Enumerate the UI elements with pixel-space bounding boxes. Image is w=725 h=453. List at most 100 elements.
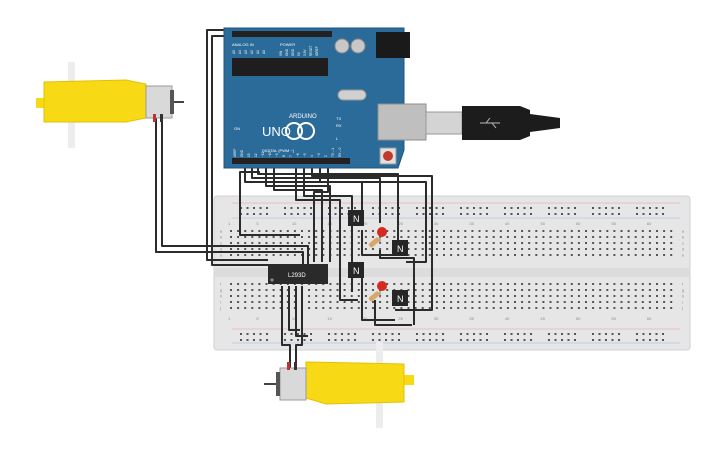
digital-pin-label: 4	[310, 155, 314, 157]
digital-pin-label: ~10	[268, 151, 272, 157]
usb-icon	[480, 117, 500, 129]
digital-pin-label: ~3	[317, 153, 321, 157]
digital-pin-label: TX→1	[331, 148, 335, 157]
tx-label: TX	[336, 116, 341, 121]
breadboard-column-number: 50	[576, 316, 581, 321]
ic-label: L293D	[288, 273, 306, 279]
power-pin-label: 5V	[297, 51, 301, 56]
breadboard-column-number: 10	[292, 316, 297, 321]
breadboard-row-letter: e	[220, 253, 223, 258]
analog-header-label: ANALOG IN	[232, 42, 254, 47]
digital-pin-label: 12	[254, 153, 258, 157]
breadboard-column-number: 30	[434, 221, 439, 226]
transistor-q1: N	[348, 210, 364, 226]
breadboard-column-number: 10	[292, 221, 297, 226]
breadboard-row-letter: j	[681, 306, 683, 311]
svg-text:N: N	[353, 214, 360, 224]
breadboard-column-number: 30	[434, 316, 439, 321]
breadboard-column-number: 25	[398, 316, 403, 321]
breadboard-column-number: 45	[540, 221, 545, 226]
breadboard-row-letter: j	[219, 306, 221, 311]
breadboard-column-number: 55	[611, 316, 616, 321]
breadboard-row-letter: e	[682, 253, 685, 258]
digital-pin-label: 13	[247, 153, 251, 157]
breadboard-row-letter: h	[682, 294, 684, 299]
analog-pin-label: A0	[262, 50, 266, 54]
breadboard-column-number: 1	[228, 316, 231, 321]
digital-pin-label: 2	[324, 155, 328, 157]
led-top	[377, 227, 387, 244]
breadboard-row-letter: c	[220, 241, 222, 246]
board-model-label: UNO	[262, 124, 291, 139]
breadboard-column-number: 35	[469, 316, 474, 321]
l-led-label: L	[336, 136, 339, 141]
breadboard-column-number: 5	[256, 221, 259, 226]
breadboard-column-number: 45	[540, 316, 545, 321]
digital-pin-label: RX←0	[338, 147, 342, 157]
analog-pin-label: A5	[232, 50, 236, 54]
digital-pin-label: ~11	[261, 152, 265, 157]
usb-cable	[425, 106, 560, 140]
digital-pin-label: ~9	[275, 153, 279, 157]
breadboard-column-number: 40	[505, 221, 510, 226]
l293d-chip: L293D	[268, 264, 328, 284]
breadboard-row-letter: d	[682, 247, 684, 252]
breadboard-row-letter: a	[220, 229, 223, 234]
breadboard-row-letter: g	[220, 288, 222, 293]
on-label: ON	[234, 126, 240, 131]
transistor-q2: N	[392, 240, 408, 256]
breadboard-column-number: 5	[256, 316, 259, 321]
wires	[155, 29, 433, 368]
svg-text:N: N	[397, 244, 404, 254]
breadboard-row-letter: h	[220, 294, 222, 299]
digital-pin-label: ~5	[303, 153, 307, 157]
breadboard-column-number: 50	[576, 221, 581, 226]
power-pin-label: IOREF	[315, 46, 319, 56]
svg-text:N: N	[397, 294, 404, 304]
power-header-label: POWER	[280, 42, 295, 47]
rx-label: RX	[336, 123, 342, 128]
power-pin-label: GND	[291, 48, 295, 56]
led-bottom	[377, 281, 387, 298]
arduino-uno-board: UNO ARDUINO ANALOG IN POWER DIGITAL (PWM…	[223, 27, 427, 169]
breadboard-column-number: 1	[228, 221, 231, 226]
brand-label: ARDUINO	[289, 114, 317, 120]
digital-pin-label: GND	[240, 149, 244, 157]
power-pin-label: 3.3V	[303, 49, 307, 56]
svg-text:N: N	[353, 266, 360, 276]
breadboard-row-letter: i	[220, 300, 221, 305]
transistor-q4: N	[392, 290, 408, 306]
digital-pin-label: AREF	[233, 148, 237, 157]
analog-pin-label: A3	[244, 50, 248, 54]
breadboard-row-letter: d	[220, 247, 222, 252]
analog-pin-label: A2	[250, 50, 254, 54]
breadboard-row-letter: i	[682, 300, 683, 305]
digital-header-label: DIGITAL (PWM ~)	[262, 148, 295, 153]
breadboard-column-number: 60	[647, 221, 652, 226]
breadboard-column-number: 15	[327, 316, 332, 321]
breadboard-column-number: 25	[398, 221, 403, 226]
resistor-top	[368, 237, 380, 248]
transistor-q3: N	[348, 262, 364, 278]
breadboard-row-letter: b	[220, 235, 223, 240]
power-pin-label: VIN	[279, 50, 283, 56]
analog-pin-label: A4	[238, 50, 242, 54]
breadboard-column-number: 55	[611, 221, 616, 226]
breadboard-row-letter: b	[682, 235, 685, 240]
breadboard-row-letter: c	[682, 241, 684, 246]
breadboard-row-letter: f	[220, 282, 222, 287]
breadboard-row-letter: g	[682, 288, 684, 293]
breadboard-column-number: 20	[363, 221, 368, 226]
dc-motor-bottom	[264, 342, 414, 428]
breadboard-column-number: 20	[363, 316, 368, 321]
analog-pin-label: A1	[256, 50, 260, 54]
digital-pin-label: 7	[289, 155, 293, 157]
breadboard-column-number: 35	[469, 221, 474, 226]
power-pin-label: GND	[285, 48, 289, 56]
breadboard-column-number: 60	[647, 316, 652, 321]
breadboard-column-number: 40	[505, 316, 510, 321]
digital-pin-label: 8	[282, 155, 286, 157]
power-pin-label: RESET	[309, 45, 313, 56]
resistor-bottom	[368, 291, 380, 302]
